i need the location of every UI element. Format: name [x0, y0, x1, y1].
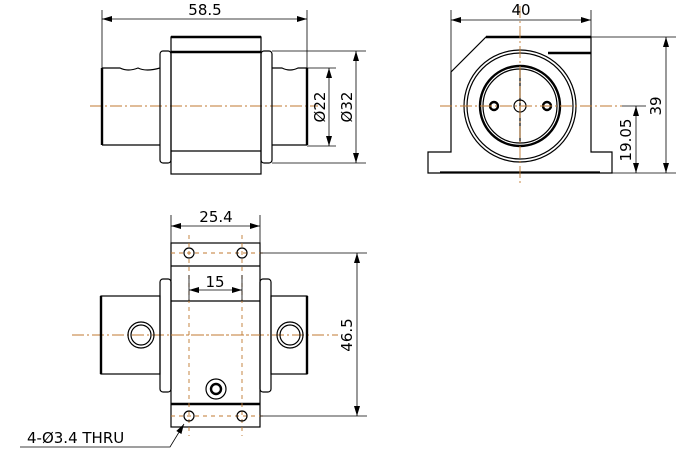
dim-hole-spacing-y: 46.5 — [338, 318, 356, 351]
top-view: 25.4 15 46.5 4-Ø3.4 THRU — [20, 208, 367, 448]
dim-height: 39 — [647, 96, 665, 115]
bearing-block — [170, 36, 262, 175]
dim-hole-spacing-x: 25.4 — [199, 208, 232, 226]
right-shaft — [272, 67, 307, 146]
front-view: 58.5 Ø22 Ø32 — [90, 1, 366, 175]
hole-note: 4-Ø3.4 THRU — [27, 429, 124, 447]
side-view: 40 39 19.05 — [427, 1, 676, 186]
dim-inner-width: 15 — [205, 273, 224, 291]
mounting-holes — [183, 247, 248, 422]
dim-inner-diameter: Ø22 — [311, 92, 329, 123]
dim-width: 40 — [511, 1, 530, 19]
dim-length: 58.5 — [188, 1, 221, 19]
dim-center-height: 19.05 — [617, 119, 635, 162]
dim-outer-diameter: Ø32 — [338, 92, 356, 123]
left-shaft — [102, 67, 161, 146]
